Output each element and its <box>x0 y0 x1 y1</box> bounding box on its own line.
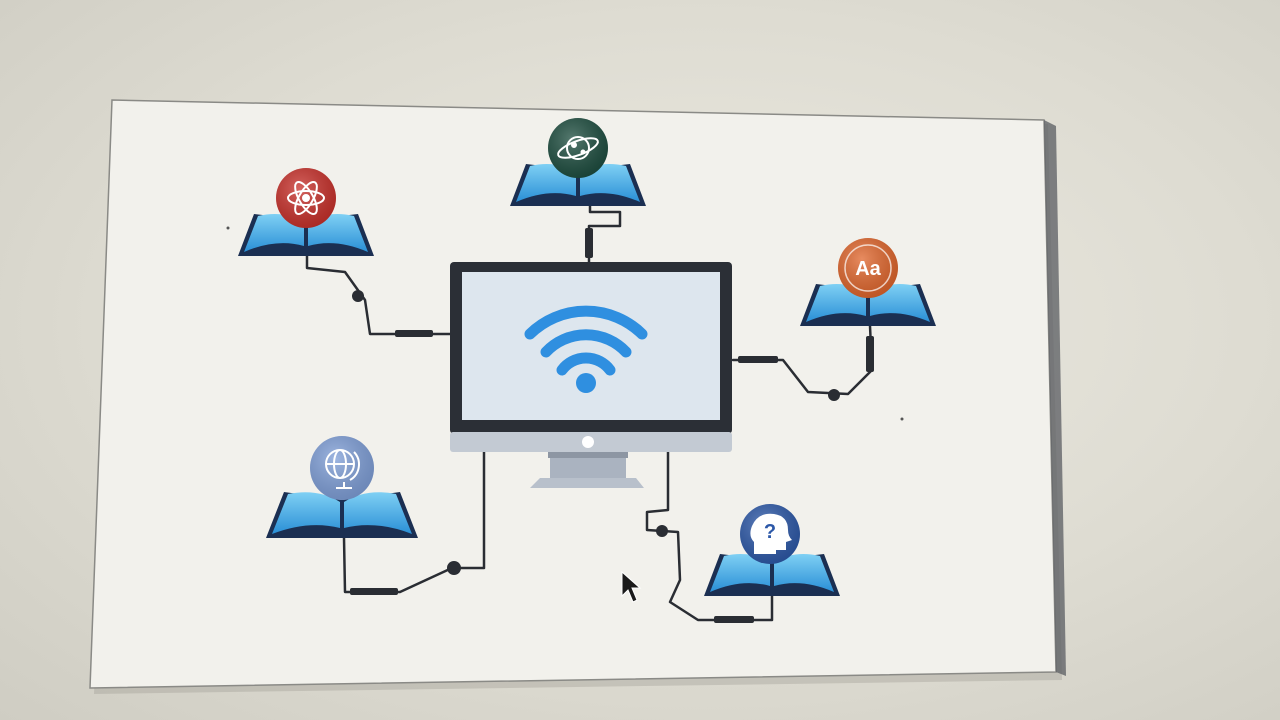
letters-icon: Aa <box>855 258 881 280</box>
badge-language: Aa <box>838 238 898 298</box>
node-geography <box>266 436 418 538</box>
open-book-icon <box>800 284 936 326</box>
node-language: Aa <box>800 238 936 326</box>
open-book-icon <box>510 164 646 206</box>
open-book-icon <box>238 214 374 256</box>
planet-icon <box>557 136 599 160</box>
globe-icon <box>325 449 360 489</box>
open-book-icon <box>704 554 840 596</box>
question-mark: ? <box>764 521 776 543</box>
open-book-icon <box>266 492 418 538</box>
wifi-icon <box>524 305 648 388</box>
mouse-pointer-icon[interactable] <box>621 570 642 603</box>
wire-connectors <box>350 228 874 623</box>
computer-monitor <box>450 262 732 488</box>
node-psychology: ? <box>704 504 840 596</box>
node-astronomy <box>510 118 646 206</box>
badge-psychology: ? <box>740 504 800 564</box>
node-science <box>238 168 374 256</box>
badge-science <box>276 168 336 228</box>
speck <box>900 417 904 421</box>
badge-geography <box>310 436 374 500</box>
badge-astronomy <box>548 118 608 178</box>
atom-icon <box>287 181 325 215</box>
head-question-icon: ? <box>750 513 792 554</box>
wire-science <box>305 253 454 336</box>
speck <box>226 226 230 230</box>
wire-geography <box>342 450 486 594</box>
